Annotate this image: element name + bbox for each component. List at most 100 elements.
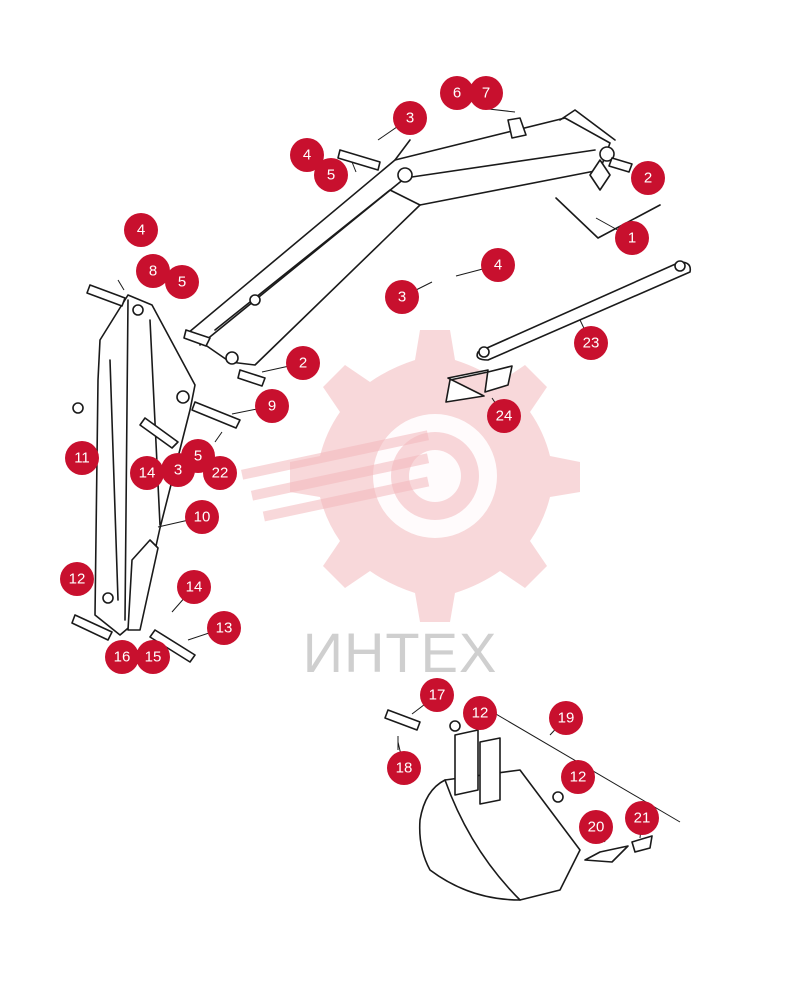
callout-bubble bbox=[290, 138, 324, 172]
callout-number: 6 bbox=[453, 85, 461, 102]
callout-bubble bbox=[314, 158, 348, 192]
callout-number: 10 bbox=[194, 509, 211, 526]
callout-number: 3 bbox=[174, 462, 182, 479]
callout-bubble bbox=[124, 213, 158, 247]
callout-8[interactable]: 8 bbox=[136, 254, 170, 288]
callout-bubble bbox=[177, 570, 211, 604]
callout-14[interactable]: 14 bbox=[130, 456, 164, 490]
callout-bubble bbox=[105, 640, 139, 674]
callout-number: 11 bbox=[74, 450, 90, 467]
callout-bubble bbox=[207, 611, 241, 645]
callout-bubble bbox=[60, 562, 94, 596]
callout-5[interactable]: 5 bbox=[314, 158, 348, 192]
callout-4[interactable]: 4 bbox=[290, 138, 324, 172]
callout-19[interactable]: 19 bbox=[549, 701, 583, 735]
callout-number: 22 bbox=[212, 465, 229, 482]
callout-bubble bbox=[385, 280, 419, 314]
callout-6[interactable]: 6 bbox=[440, 76, 474, 110]
callout-number: 4 bbox=[494, 257, 502, 274]
callout-bubble bbox=[579, 810, 613, 844]
callout-number: 14 bbox=[186, 579, 203, 596]
callout-24[interactable]: 24 bbox=[487, 399, 521, 433]
callout-number: 9 bbox=[268, 398, 276, 415]
callout-bubble bbox=[136, 254, 170, 288]
callout-bubble bbox=[203, 456, 237, 490]
callout-bubble bbox=[625, 801, 659, 835]
callout-15[interactable]: 15 bbox=[136, 640, 170, 674]
callout-number: 12 bbox=[570, 769, 587, 786]
callout-number: 20 bbox=[588, 819, 605, 836]
callout-12[interactable]: 12 bbox=[561, 760, 595, 794]
link-bar-drawing bbox=[476, 260, 692, 361]
callout-number: 24 bbox=[496, 408, 513, 425]
callout-3[interactable]: 3 bbox=[385, 280, 419, 314]
callout-23[interactable]: 23 bbox=[574, 326, 608, 360]
callout-13[interactable]: 13 bbox=[207, 611, 241, 645]
callout-bubble bbox=[185, 500, 219, 534]
callout-bubble bbox=[165, 265, 199, 299]
callout-20[interactable]: 20 bbox=[579, 810, 613, 844]
callout-number: 12 bbox=[472, 705, 489, 722]
callout-14[interactable]: 14 bbox=[177, 570, 211, 604]
callout-number: 21 bbox=[634, 810, 651, 827]
callout-bubble bbox=[615, 221, 649, 255]
callout-1[interactable]: 1 bbox=[615, 221, 649, 255]
callout-number: 19 bbox=[558, 710, 575, 727]
callout-number: 2 bbox=[299, 355, 307, 372]
callout-bubble bbox=[574, 326, 608, 360]
callout-bubble bbox=[549, 701, 583, 735]
callout-number: 7 bbox=[482, 85, 490, 102]
callout-number: 18 bbox=[396, 760, 413, 777]
callout-number: 3 bbox=[398, 289, 406, 306]
callout-number: 4 bbox=[137, 222, 145, 239]
callout-bubble bbox=[469, 76, 503, 110]
watermark-text: ИНТЕХ bbox=[303, 621, 498, 684]
callout-bubble bbox=[286, 346, 320, 380]
callout-bubble bbox=[255, 389, 289, 423]
callout-2[interactable]: 2 bbox=[631, 161, 665, 195]
callout-bubble bbox=[130, 456, 164, 490]
callout-7[interactable]: 7 bbox=[469, 76, 503, 110]
callout-21[interactable]: 21 bbox=[625, 801, 659, 835]
callout-bubble bbox=[136, 640, 170, 674]
callout-bubble bbox=[65, 441, 99, 475]
callout-9[interactable]: 9 bbox=[255, 389, 289, 423]
callout-number: 13 bbox=[216, 620, 233, 637]
callout-bubble bbox=[440, 76, 474, 110]
callout-bubble bbox=[561, 760, 595, 794]
callout-4[interactable]: 4 bbox=[481, 248, 515, 282]
callout-number: 3 bbox=[406, 110, 414, 127]
callout-number: 1 bbox=[628, 230, 636, 247]
callout-bubble bbox=[631, 161, 665, 195]
callout-number: 16 bbox=[114, 649, 131, 666]
callout-number: 2 bbox=[644, 170, 652, 187]
callout-number: 17 bbox=[429, 687, 446, 704]
callout-3[interactable]: 3 bbox=[393, 101, 427, 135]
callout-16[interactable]: 16 bbox=[105, 640, 139, 674]
bracket-drawing bbox=[445, 365, 513, 403]
callout-number: 5 bbox=[327, 167, 335, 184]
callout-number: 14 bbox=[139, 465, 156, 482]
callout-4[interactable]: 4 bbox=[124, 213, 158, 247]
callout-bubble bbox=[387, 751, 421, 785]
callout-2[interactable]: 2 bbox=[286, 346, 320, 380]
callout-5[interactable]: 5 bbox=[165, 265, 199, 299]
callout-22[interactable]: 22 bbox=[203, 456, 237, 490]
callout-10[interactable]: 10 bbox=[185, 500, 219, 534]
callout-number: 23 bbox=[583, 335, 600, 352]
callout-number: 5 bbox=[194, 448, 202, 465]
callout-12[interactable]: 12 bbox=[463, 696, 497, 730]
bucket-drawing bbox=[384, 699, 681, 901]
callout-18[interactable]: 18 bbox=[387, 751, 421, 785]
callout-number: 15 bbox=[145, 649, 162, 666]
callout-number: 4 bbox=[303, 147, 311, 164]
callout-11[interactable]: 11 bbox=[65, 441, 99, 475]
callout-12[interactable]: 12 bbox=[60, 562, 94, 596]
callout-bubble bbox=[463, 696, 497, 730]
callout-bubble bbox=[487, 399, 521, 433]
callout-17[interactable]: 17 bbox=[420, 678, 454, 712]
callout-number: 12 bbox=[69, 571, 86, 588]
callout-number: 8 bbox=[149, 263, 157, 280]
